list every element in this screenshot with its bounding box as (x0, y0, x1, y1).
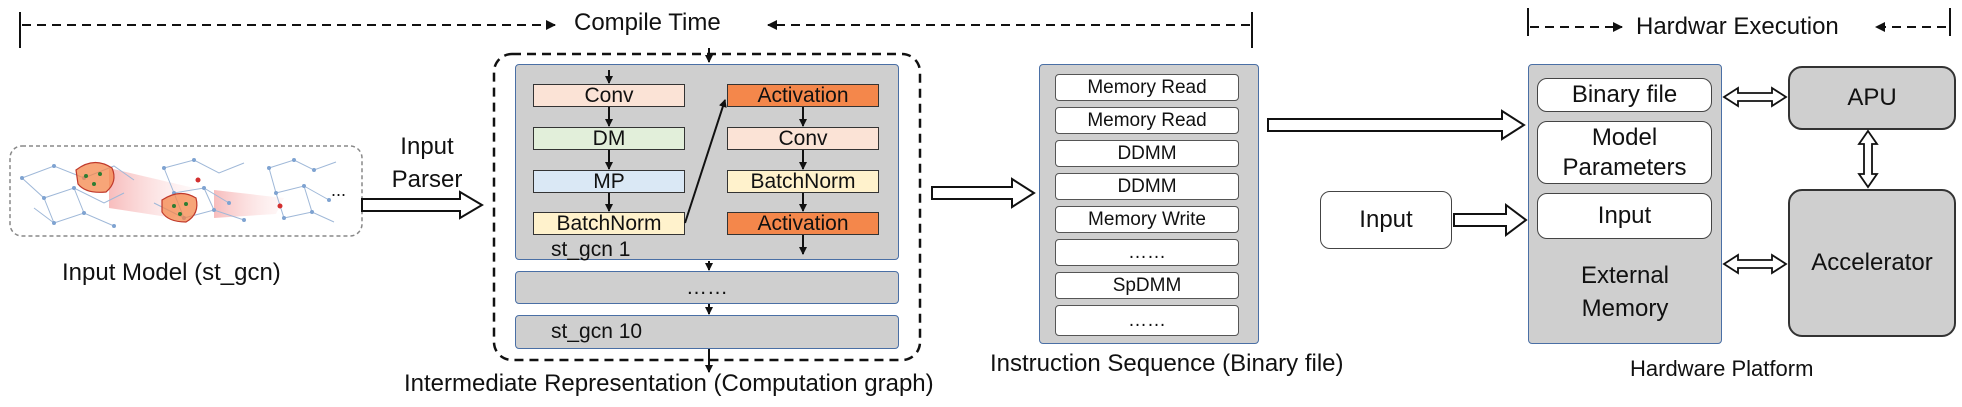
apu-accelerator-link (1857, 129, 1879, 189)
input-model-frame (9, 145, 363, 237)
instr-memory-write: Memory Write (1055, 206, 1239, 233)
hardware-platform-caption: Hardware Platform (1630, 356, 1814, 381)
external-memory-line1: External (1580, 262, 1670, 289)
binary-apu-link (1722, 86, 1788, 108)
op-batchnorm-left: BatchNorm (533, 212, 685, 235)
mem-input: Input (1537, 193, 1712, 239)
st-gcn-middle-panel: …… (515, 271, 899, 304)
instruction-sequence-caption: Instruction Sequence (Binary file) (990, 350, 1344, 377)
instr-memory-read-2: Memory Read (1055, 107, 1239, 134)
input-to-memory-arrow (1453, 203, 1528, 237)
binary-to-memory-arrow (1267, 109, 1526, 141)
instr-ddmm-2: DDMM (1055, 173, 1239, 200)
apu-box: APU (1788, 66, 1956, 130)
st-gcn-10-label: st_gcn 10 (551, 320, 643, 343)
input-parser-label: Input Parser (385, 130, 469, 196)
runtime-input-box: Input (1320, 191, 1452, 249)
input-parser-line2: Parser (391, 166, 463, 193)
st-gcn-1-label: st_gcn 1 (551, 238, 631, 261)
ir-to-instructions-arrow (931, 177, 1036, 209)
instr-ellipsis-1: …… (1055, 239, 1239, 266)
st-gcn-10-panel (515, 315, 899, 349)
op-mp: MP (533, 170, 685, 193)
input-model-graph-image (20, 158, 337, 228)
input-model-ellipsis: ... (331, 180, 347, 200)
hardware-execution-label: Hardwar Execution (1636, 13, 1839, 40)
op-batchnorm-right: BatchNorm (727, 170, 879, 193)
instr-ellipsis-2: …… (1055, 305, 1239, 336)
parser-block-arrow (361, 190, 484, 220)
op-activation-top: Activation (727, 84, 879, 107)
op-conv-right: Conv (727, 127, 879, 150)
op-activation-bottom: Activation (727, 212, 879, 235)
input-model-caption: Input Model (st_gcn) (62, 259, 281, 286)
mem-model-parameters: Model Parameters (1537, 121, 1712, 184)
external-memory-line2: Memory (1581, 295, 1669, 322)
ir-dashed-frame (492, 52, 922, 362)
instr-ddmm-1: DDMM (1055, 140, 1239, 167)
input-parser-line1: Input (400, 133, 454, 160)
memory-accelerator-link (1722, 253, 1788, 275)
accelerator-box: Accelerator (1788, 189, 1956, 337)
ir-caption: Intermediate Representation (Computation… (404, 370, 934, 397)
op-conv-left: Conv (533, 84, 685, 107)
compile-time-label: Compile Time (574, 9, 721, 36)
instr-spdmm: SpDMM (1055, 272, 1239, 299)
external-memory-label: External Memory (1528, 259, 1722, 325)
instr-memory-read-1: Memory Read (1055, 74, 1239, 101)
mem-binary-file: Binary file (1537, 78, 1712, 112)
op-dm: DM (533, 127, 685, 150)
